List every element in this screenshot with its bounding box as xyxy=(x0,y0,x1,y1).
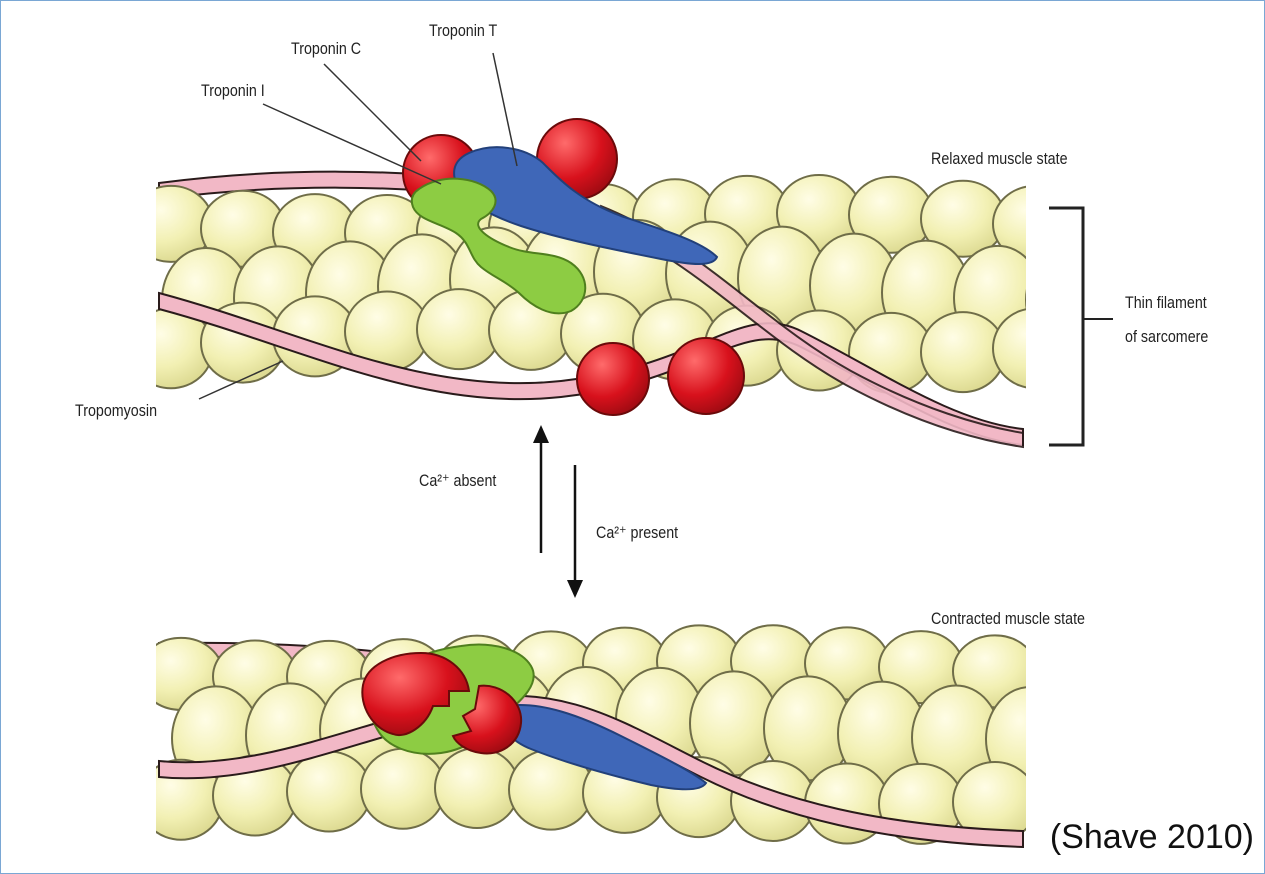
actin-bead xyxy=(1060,686,1148,790)
ca-present-arrow xyxy=(567,465,583,598)
citation: (Shave 2010) xyxy=(1050,818,1254,857)
label-troponin-i: Troponin I xyxy=(201,81,265,101)
label-ca-absent: Ca²⁺ absent xyxy=(419,471,496,491)
actin-bead xyxy=(361,749,445,829)
label-relaxed-state: Relaxed muscle state xyxy=(931,149,1068,169)
label-troponin-t: Troponin T xyxy=(429,21,497,41)
label-troponin-c: Troponin C xyxy=(291,39,361,59)
leader-troponin-c xyxy=(324,64,421,161)
label-thin-filament-line1: Thin filament xyxy=(1125,293,1207,313)
filament-bracket xyxy=(1049,208,1083,445)
ca-absent-arrow xyxy=(533,425,549,553)
label-thin-filament-line2: of sarcomere xyxy=(1125,327,1208,347)
actin-bead xyxy=(993,308,1077,388)
troponin-c-lower-right xyxy=(668,338,744,414)
label-contracted-state: Contracted muscle state xyxy=(931,609,1085,629)
troponin-c-lower-left xyxy=(577,343,649,415)
label-tropomyosin: Tropomyosin xyxy=(75,401,157,421)
label-ca-present: Ca²⁺ present xyxy=(596,523,678,543)
actin-bead xyxy=(435,748,519,828)
actin-bead xyxy=(287,752,371,832)
actin-bead xyxy=(1026,248,1114,352)
actin-bead xyxy=(1027,639,1111,711)
contracted-filament xyxy=(139,625,1148,847)
